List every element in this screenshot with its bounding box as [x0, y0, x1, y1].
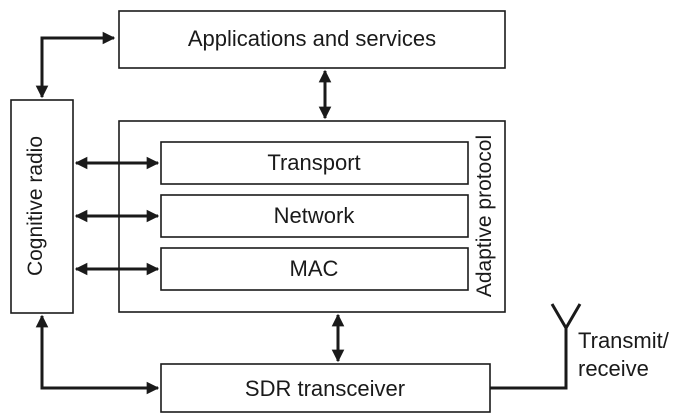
antenna-icon: [490, 303, 582, 390]
cognitive-radio-to-sdr-arrow: [35, 314, 160, 395]
sdr-transceiver-block: SDR transceiver: [160, 363, 491, 413]
cognitive-radio-label: Cognitive radio: [24, 136, 47, 276]
applications-and-services-label: Applications and services: [188, 26, 436, 51]
network-layer-block: Network: [160, 194, 469, 238]
mac-layer-block: MAC: [160, 247, 469, 291]
adaptive-protocol-label: Adaptive protocol: [473, 135, 496, 297]
network-label: Network: [274, 203, 356, 228]
mac-label: MAC: [290, 256, 339, 281]
cognitive-radio-block: Cognitive radio: [10, 99, 74, 314]
applications-and-services-block: Applications and services: [118, 10, 506, 69]
cognitive-radio-to-applications-arrow: [35, 31, 116, 99]
transmit-label: Transmit/: [578, 328, 670, 353]
sdr-transceiver-label: SDR transceiver: [245, 376, 405, 401]
transport-layer-block: Transport: [160, 141, 469, 185]
transport-label: Transport: [267, 150, 360, 175]
receive-label: receive: [578, 356, 649, 381]
